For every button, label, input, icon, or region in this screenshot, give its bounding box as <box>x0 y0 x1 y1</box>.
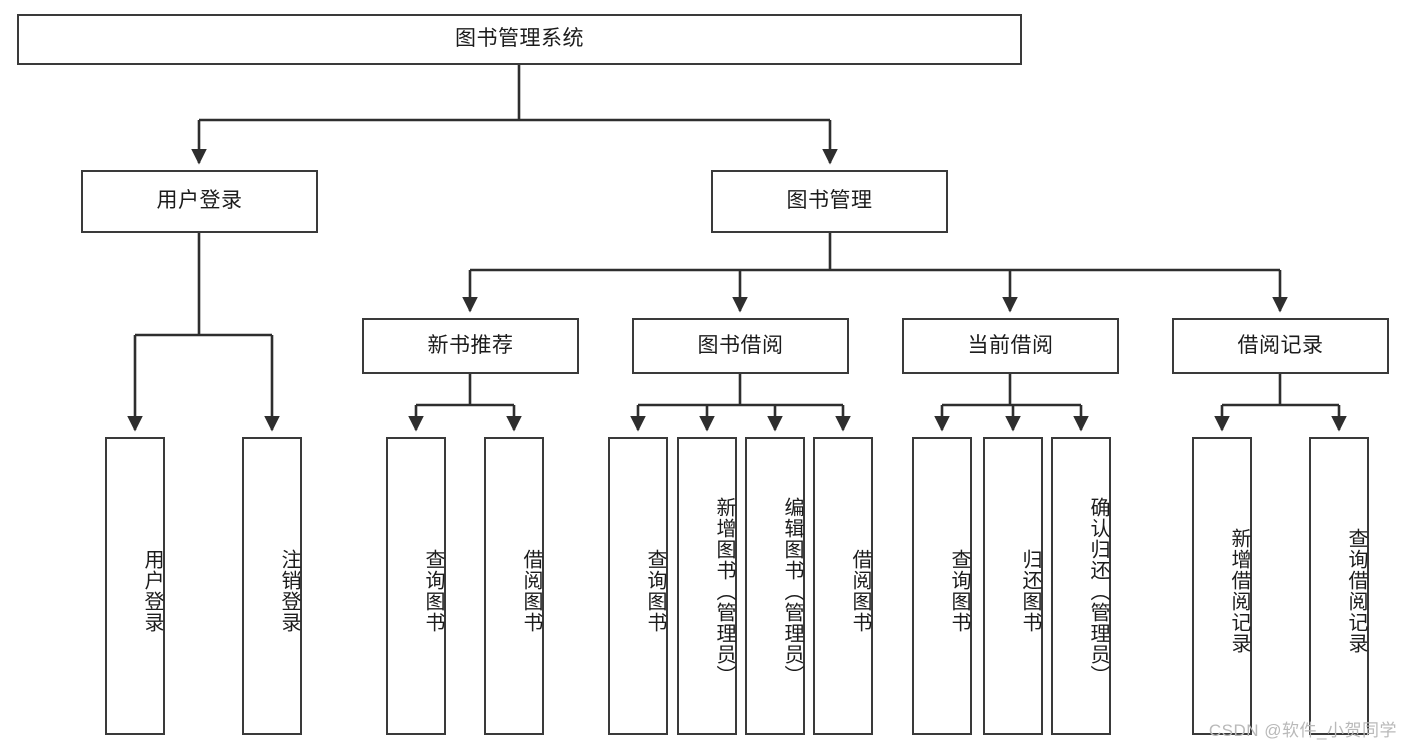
node-label: 新书推荐 <box>427 333 514 357</box>
node-leaf-add-book[interactable]: 新增图书（管理员） <box>677 437 737 735</box>
node-label: 借阅记录 <box>1237 333 1324 357</box>
node-label: 用户登录 <box>141 549 163 633</box>
node-label: 当前借阅 <box>967 333 1054 357</box>
node-label: 新增图书（管理员） <box>713 496 735 686</box>
node-label: 归还图书 <box>1019 549 1041 633</box>
node-label: 图书管理系统 <box>455 27 584 51</box>
node-leaf-borrow-book[interactable]: 借阅图书 <box>813 437 873 735</box>
node-borrow-record[interactable]: 借阅记录 <box>1172 318 1389 374</box>
node-label: 注销登录 <box>278 549 300 633</box>
node-leaf-user-logout[interactable]: 注销登录 <box>242 437 302 735</box>
node-label: 用户登录 <box>156 189 243 213</box>
node-label: 图书借阅 <box>697 333 784 357</box>
node-label: 借阅图书 <box>849 549 871 633</box>
node-current-borrow[interactable]: 当前借阅 <box>902 318 1119 374</box>
node-new-book-recommend[interactable]: 新书推荐 <box>362 318 579 374</box>
node-root[interactable]: 图书管理系统 <box>17 14 1022 65</box>
node-label: 查询图书 <box>644 549 666 633</box>
node-book-borrow[interactable]: 图书借阅 <box>632 318 849 374</box>
node-label: 图书管理 <box>786 189 873 213</box>
node-leaf-edit-book[interactable]: 编辑图书（管理员） <box>745 437 805 735</box>
node-user-login[interactable]: 用户登录 <box>81 170 318 233</box>
node-label: 借阅图书 <box>520 549 542 633</box>
node-leaf-query-book-current[interactable]: 查询图书 <box>912 437 972 735</box>
node-label: 查询图书 <box>422 549 444 633</box>
node-leaf-query-book-borrow[interactable]: 查询图书 <box>608 437 668 735</box>
node-leaf-return-book[interactable]: 归还图书 <box>983 437 1043 735</box>
node-label: 编辑图书（管理员） <box>781 496 803 686</box>
node-label: 查询图书 <box>948 549 970 633</box>
node-leaf-user-login[interactable]: 用户登录 <box>105 437 165 735</box>
node-leaf-add-record[interactable]: 新增借阅记录 <box>1192 437 1252 735</box>
node-leaf-query-record[interactable]: 查询借阅记录 <box>1309 437 1369 735</box>
node-leaf-borrow-book-recommend[interactable]: 借阅图书 <box>484 437 544 735</box>
node-book-manage[interactable]: 图书管理 <box>711 170 948 233</box>
node-label: 新增借阅记录 <box>1228 528 1250 654</box>
node-label: 确认归还（管理员） <box>1087 496 1109 686</box>
node-leaf-confirm-return[interactable]: 确认归还（管理员） <box>1051 437 1111 735</box>
node-label: 查询借阅记录 <box>1345 528 1367 654</box>
node-leaf-query-book-recommend[interactable]: 查询图书 <box>386 437 446 735</box>
